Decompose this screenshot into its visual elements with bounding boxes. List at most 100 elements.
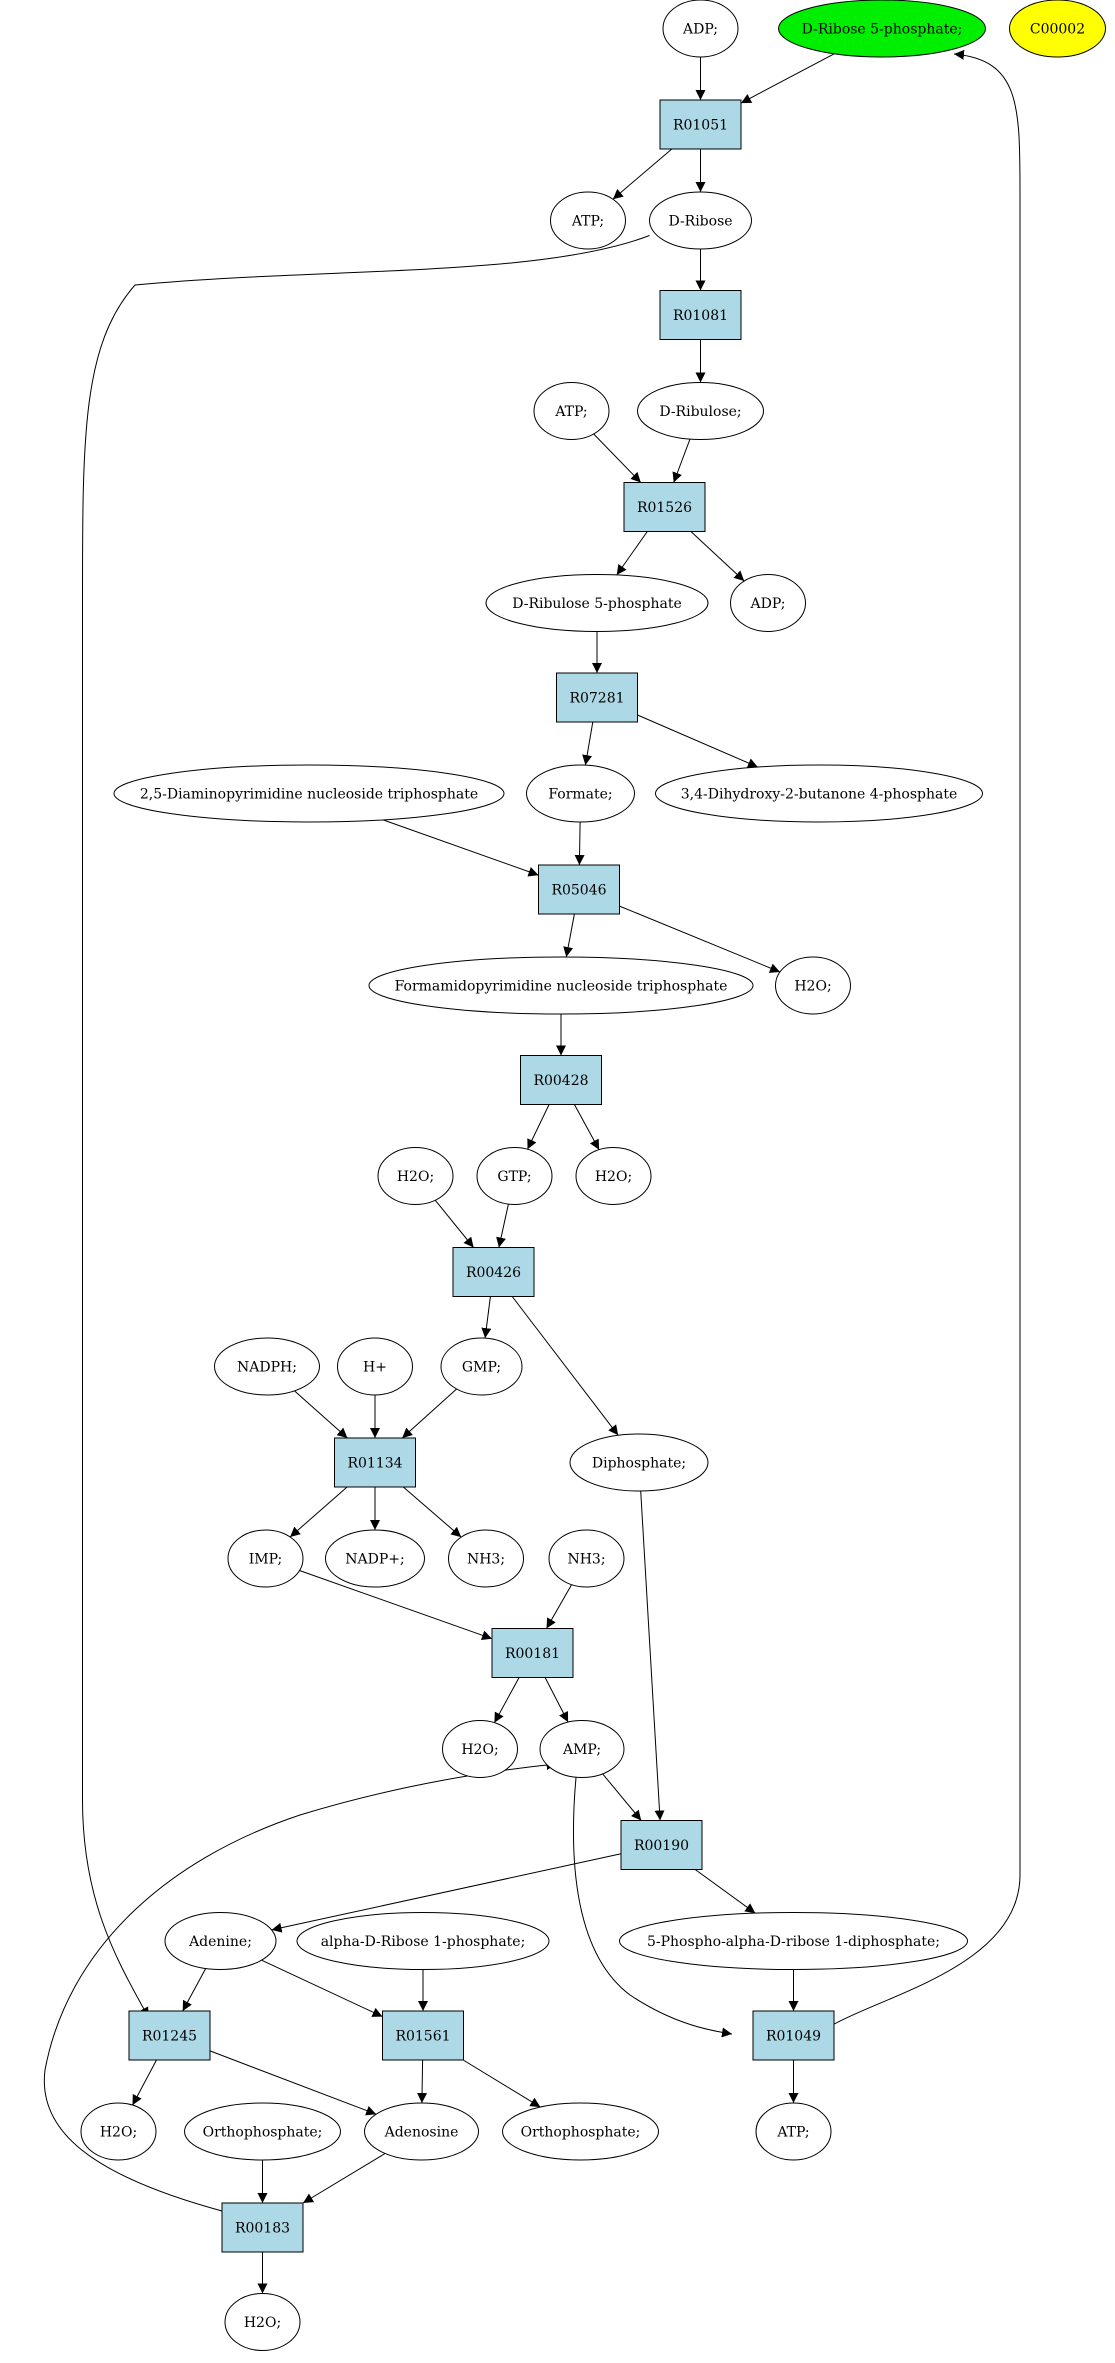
- metabolite-node-d-ribulose-5-phosphate[interactable]: D-Ribulose 5-phosphate: [485, 574, 709, 632]
- node-label: Orthophosphate;: [203, 2125, 323, 2141]
- node-label: ATP;: [571, 214, 604, 230]
- metabolite-ellipse: [224, 2293, 301, 2351]
- node-label: GTP;: [497, 1169, 531, 1185]
- metabolite-node-h2o[interactable]: H2O;: [442, 1720, 518, 1778]
- metabolite-node-c00002[interactable]: C00002: [1009, 0, 1106, 58]
- metabolite-node-diphosphate[interactable]: Diphosphate;: [569, 1433, 709, 1492]
- metabolite-node-d-ribose-5-phosphate[interactable]: D-Ribose 5-phosphate;: [778, 0, 986, 58]
- metabolite-node-formate[interactable]: Formate;: [526, 764, 635, 823]
- metabolite-node-atp[interactable]: ATP;: [550, 191, 626, 250]
- edge-r01561-to-orthophosphate: [462, 2059, 541, 2108]
- metabolite-node-gtp[interactable]: GTP;: [476, 1147, 553, 1205]
- reaction-box: [659, 290, 742, 340]
- reaction-node-r01049[interactable]: R01049: [752, 2010, 835, 2061]
- node-label: R01245: [142, 2029, 197, 2045]
- reaction-box: [623, 482, 706, 532]
- node-label: H2O;: [461, 1742, 498, 1758]
- metabolite-node-d-ribose[interactable]: D-Ribose: [649, 191, 752, 250]
- metabolite-ellipse: [337, 1337, 413, 1396]
- metabolite-ellipse: [227, 1529, 304, 1588]
- metabolite-node-amp[interactable]: AMP;: [539, 1720, 625, 1778]
- metabolite-ellipse: [113, 764, 505, 823]
- metabolite-ellipse: [619, 1912, 968, 1970]
- node-label: R01049: [766, 2029, 821, 2045]
- metabolite-node-h2o[interactable]: H2O;: [377, 1147, 454, 1205]
- metabolite-node-nadph[interactable]: NADPH;: [214, 1337, 320, 1396]
- node-label: Diphosphate;: [592, 1456, 686, 1472]
- reaction-node-r01526[interactable]: R01526: [623, 482, 706, 532]
- reaction-node-r05046[interactable]: R05046: [538, 864, 620, 915]
- node-label: R00428: [533, 1073, 588, 1089]
- metabolite-node-gmp[interactable]: GMP;: [440, 1337, 523, 1396]
- metabolite-node-nadp[interactable]: NADP+;: [325, 1529, 425, 1588]
- edge-r00181-to-amp: [544, 1677, 569, 1723]
- metabolite-node-3-4-dihydroxy-2-butanone-4-phosphate[interactable]: 3,4-Dihydroxy-2-butanone 4-phosphate: [655, 764, 983, 823]
- node-label: R00183: [235, 2221, 290, 2237]
- metabolite-node-d-ribulose[interactable]: D-Ribulose;: [637, 382, 764, 440]
- node-label: R07281: [569, 691, 624, 707]
- metabolite-node-h2o[interactable]: H2O;: [775, 956, 851, 1015]
- edge-r00190-to-5-phospho-alpha-d-ribose-1-diphosphate: [694, 1869, 756, 1914]
- reaction-node-r00428[interactable]: R00428: [520, 1055, 602, 1105]
- metabolite-node-h2o[interactable]: H2O;: [575, 1147, 652, 1205]
- metabolite-ellipse: [377, 1147, 454, 1205]
- metabolite-node-h2o[interactable]: H2O;: [80, 2102, 157, 2161]
- reaction-box: [491, 1628, 574, 1678]
- metabolite-ellipse: [296, 1912, 550, 1970]
- node-label: 2,5-Diaminopyrimidine nucleoside triphos…: [140, 787, 478, 803]
- metabolite-node-formamidopyrimidine-nucleoside-triphosphate[interactable]: Formamidopyrimidine nucleoside triphosph…: [368, 956, 754, 1015]
- metabolite-ellipse: [662, 0, 739, 58]
- metabolite-node-orthophosphate[interactable]: Orthophosphate;: [502, 2102, 659, 2161]
- edge-r01526-to-d-ribulose-5-phosphate: [616, 531, 648, 576]
- reaction-box: [452, 1247, 535, 1297]
- metabolite-node-adp[interactable]: ADP;: [662, 0, 739, 58]
- metabolite-node-orthophosphate[interactable]: Orthophosphate;: [184, 2102, 341, 2161]
- node-label: Orthophosphate;: [521, 2125, 641, 2141]
- node-label: ADP;: [682, 22, 718, 38]
- metabolite-ellipse: [364, 2102, 479, 2161]
- metabolite-node-5-phospho-alpha-d-ribose-1-diphosphate[interactable]: 5-Phospho-alpha-D-ribose 1-diphosphate;: [619, 1912, 968, 1970]
- nodes: R01051R01081R01526R07281R05046R00428R004…: [80, 0, 1106, 2351]
- metabolite-node-2-5-diaminopyrimidine-nucleoside-triphosphate[interactable]: 2,5-Diaminopyrimidine nucleoside triphos…: [113, 764, 505, 823]
- node-label: Adenine;: [188, 1934, 252, 1950]
- node-label: D-Ribulose 5-phosphate: [512, 596, 682, 612]
- reaction-node-r01245[interactable]: R01245: [128, 2010, 211, 2061]
- reaction-node-r00183[interactable]: R00183: [221, 2202, 304, 2253]
- edge-amp-to-r01049: [572, 1777, 733, 2038]
- reaction-node-r00181[interactable]: R00181: [491, 1628, 574, 1678]
- metabolite-node-imp[interactable]: IMP;: [227, 1529, 304, 1588]
- reaction-node-r01561[interactable]: R01561: [382, 2010, 464, 2061]
- metabolite-node-atp[interactable]: ATP;: [755, 2102, 832, 2161]
- metabolite-ellipse: [448, 1529, 524, 1588]
- metabolite-ellipse: [775, 956, 851, 1015]
- metabolite-node-adenosine[interactable]: Adenosine: [364, 2102, 479, 2161]
- edge-d-ribulose-to-r01526: [672, 438, 691, 483]
- metabolite-node-h[interactable]: H+: [337, 1337, 413, 1396]
- reaction-box: [382, 2010, 464, 2061]
- reaction-node-r07281[interactable]: R07281: [556, 672, 638, 723]
- edge-atp-to-r01526: [593, 433, 642, 483]
- metabolite-node-alpha-d-ribose-1-phosphate[interactable]: alpha-D-Ribose 1-phosphate;: [296, 1912, 550, 1970]
- reaction-node-r00426[interactable]: R00426: [452, 1247, 535, 1297]
- reaction-box: [752, 2010, 835, 2061]
- metabolite-ellipse: [485, 574, 709, 632]
- metabolite-node-nh3[interactable]: NH3;: [448, 1529, 524, 1588]
- reaction-node-r01081[interactable]: R01081: [659, 290, 742, 340]
- metabolite-node-adp[interactable]: ADP;: [730, 574, 806, 632]
- reaction-box: [128, 2010, 211, 2061]
- node-label: Formamidopyrimidine nucleoside triphosph…: [395, 979, 728, 995]
- metabolite-node-nh3[interactable]: NH3;: [548, 1529, 625, 1588]
- metabolite-ellipse: [80, 2102, 157, 2161]
- node-label: NADP+;: [345, 1552, 404, 1568]
- reaction-node-r01134[interactable]: R01134: [334, 1437, 416, 1488]
- edge-2-5-diaminopyrimidine-nucleoside-triphosphate-to-r05046: [382, 819, 539, 877]
- metabolite-node-h2o[interactable]: H2O;: [224, 2293, 301, 2351]
- metabolite-node-adenine[interactable]: Adenine;: [164, 1912, 277, 1970]
- reaction-node-r01051[interactable]: R01051: [659, 99, 742, 150]
- metabolite-node-atp[interactable]: ATP;: [533, 382, 610, 440]
- reaction-node-r00190[interactable]: R00190: [620, 1820, 703, 1870]
- edge-gtp-to-r00426: [496, 1203, 509, 1248]
- edge-r01245-to-h2o: [132, 2059, 157, 2106]
- edge-r05046-to-formamidopyrimidine-nucleoside-triphosphate: [563, 913, 575, 958]
